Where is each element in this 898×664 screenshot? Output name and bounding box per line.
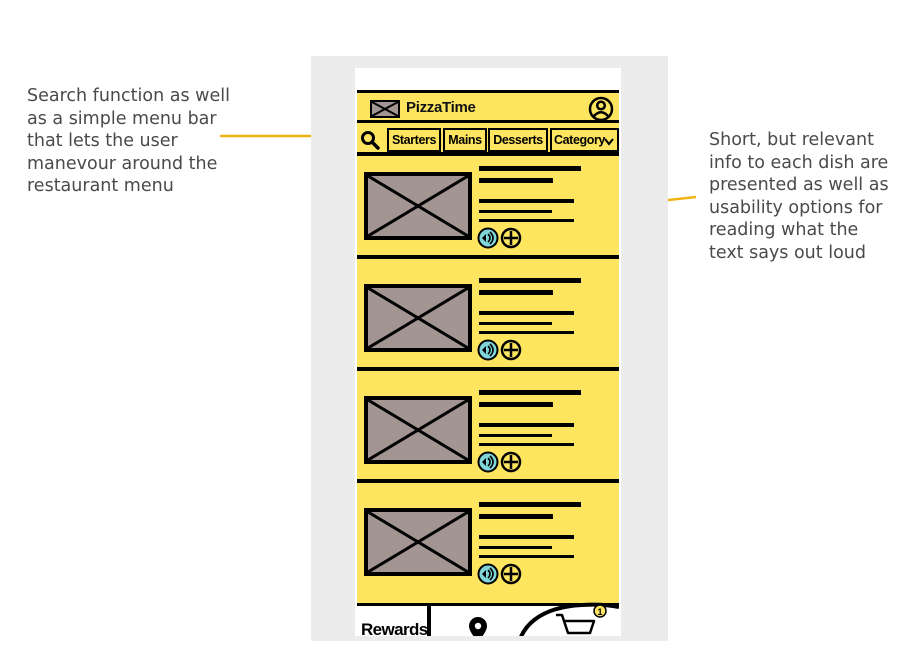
tab-mains[interactable]: Mains bbox=[443, 128, 487, 152]
dish-description-line bbox=[479, 535, 574, 539]
dish-title-placeholder bbox=[479, 278, 581, 283]
cart-count-badge bbox=[593, 604, 607, 618]
add-icon[interactable] bbox=[500, 563, 522, 585]
dish-card[interactable] bbox=[357, 156, 619, 266]
dish-description-line bbox=[479, 555, 574, 558]
nav-divider bbox=[427, 606, 431, 636]
app-header: PizzaTime bbox=[357, 90, 619, 123]
text-to-speech-icon[interactable] bbox=[477, 227, 499, 249]
bottom-nav: Rewards 1 bbox=[357, 602, 619, 636]
tab-desserts[interactable]: Desserts bbox=[488, 128, 548, 152]
tab-category-label: Category bbox=[554, 133, 605, 147]
menu-bar: Starters Mains Desserts Category bbox=[357, 128, 619, 156]
dish-title-placeholder bbox=[479, 166, 581, 171]
dish-card[interactable] bbox=[357, 380, 619, 490]
dish-description-line bbox=[479, 322, 552, 325]
text-to-speech-icon[interactable] bbox=[477, 339, 499, 361]
logo-image-placeholder-icon bbox=[370, 100, 400, 118]
dish-description-line bbox=[479, 331, 574, 334]
left-annotation: Search function as well as a simple menu… bbox=[27, 86, 230, 196]
add-icon[interactable] bbox=[500, 339, 522, 361]
dish-subtitle-placeholder bbox=[479, 402, 553, 407]
tab-category-dropdown[interactable]: Category bbox=[550, 128, 619, 152]
image-placeholder-icon bbox=[364, 284, 472, 352]
cart-icon bbox=[556, 613, 596, 635]
phone-frame: PizzaTime Starters Mains Desserts Catego… bbox=[355, 68, 621, 636]
dish-description-line bbox=[479, 546, 552, 549]
dish-subtitle-placeholder bbox=[479, 290, 553, 295]
tab-starters[interactable]: Starters bbox=[387, 128, 441, 152]
divider bbox=[357, 255, 619, 259]
dish-subtitle-placeholder bbox=[479, 514, 553, 519]
divider bbox=[357, 479, 619, 483]
dish-description-line bbox=[479, 423, 574, 427]
image-placeholder-icon bbox=[364, 172, 472, 240]
dish-description-line bbox=[479, 434, 552, 437]
rewards-button[interactable]: Rewards bbox=[361, 620, 428, 636]
profile-icon[interactable] bbox=[588, 96, 614, 122]
chevron-down-icon bbox=[604, 138, 614, 146]
image-placeholder-icon bbox=[364, 396, 472, 464]
app-title: PizzaTime bbox=[406, 99, 476, 116]
dish-title-placeholder bbox=[479, 390, 581, 395]
divider bbox=[357, 367, 619, 371]
location-pin-icon[interactable] bbox=[467, 617, 489, 636]
dish-description-line bbox=[479, 199, 574, 203]
dish-description-line bbox=[479, 219, 574, 222]
cart-count: 1 bbox=[597, 607, 602, 617]
cart-button[interactable]: 1 bbox=[512, 595, 619, 636]
text-to-speech-icon[interactable] bbox=[477, 563, 499, 585]
right-annotation: Short, but relevant info to each dish ar… bbox=[709, 130, 889, 263]
dish-card[interactable] bbox=[357, 492, 619, 602]
add-icon[interactable] bbox=[500, 227, 522, 249]
search-icon[interactable] bbox=[357, 128, 385, 152]
dish-title-placeholder bbox=[479, 502, 581, 507]
dish-subtitle-placeholder bbox=[479, 178, 553, 183]
dish-description-line bbox=[479, 311, 574, 315]
dish-description-line bbox=[479, 443, 574, 446]
image-placeholder-icon bbox=[364, 508, 472, 576]
app-screen: PizzaTime Starters Mains Desserts Catego… bbox=[357, 90, 619, 636]
dish-card[interactable] bbox=[357, 268, 619, 378]
add-icon[interactable] bbox=[500, 451, 522, 473]
text-to-speech-icon[interactable] bbox=[477, 451, 499, 473]
dish-description-line bbox=[479, 210, 552, 213]
